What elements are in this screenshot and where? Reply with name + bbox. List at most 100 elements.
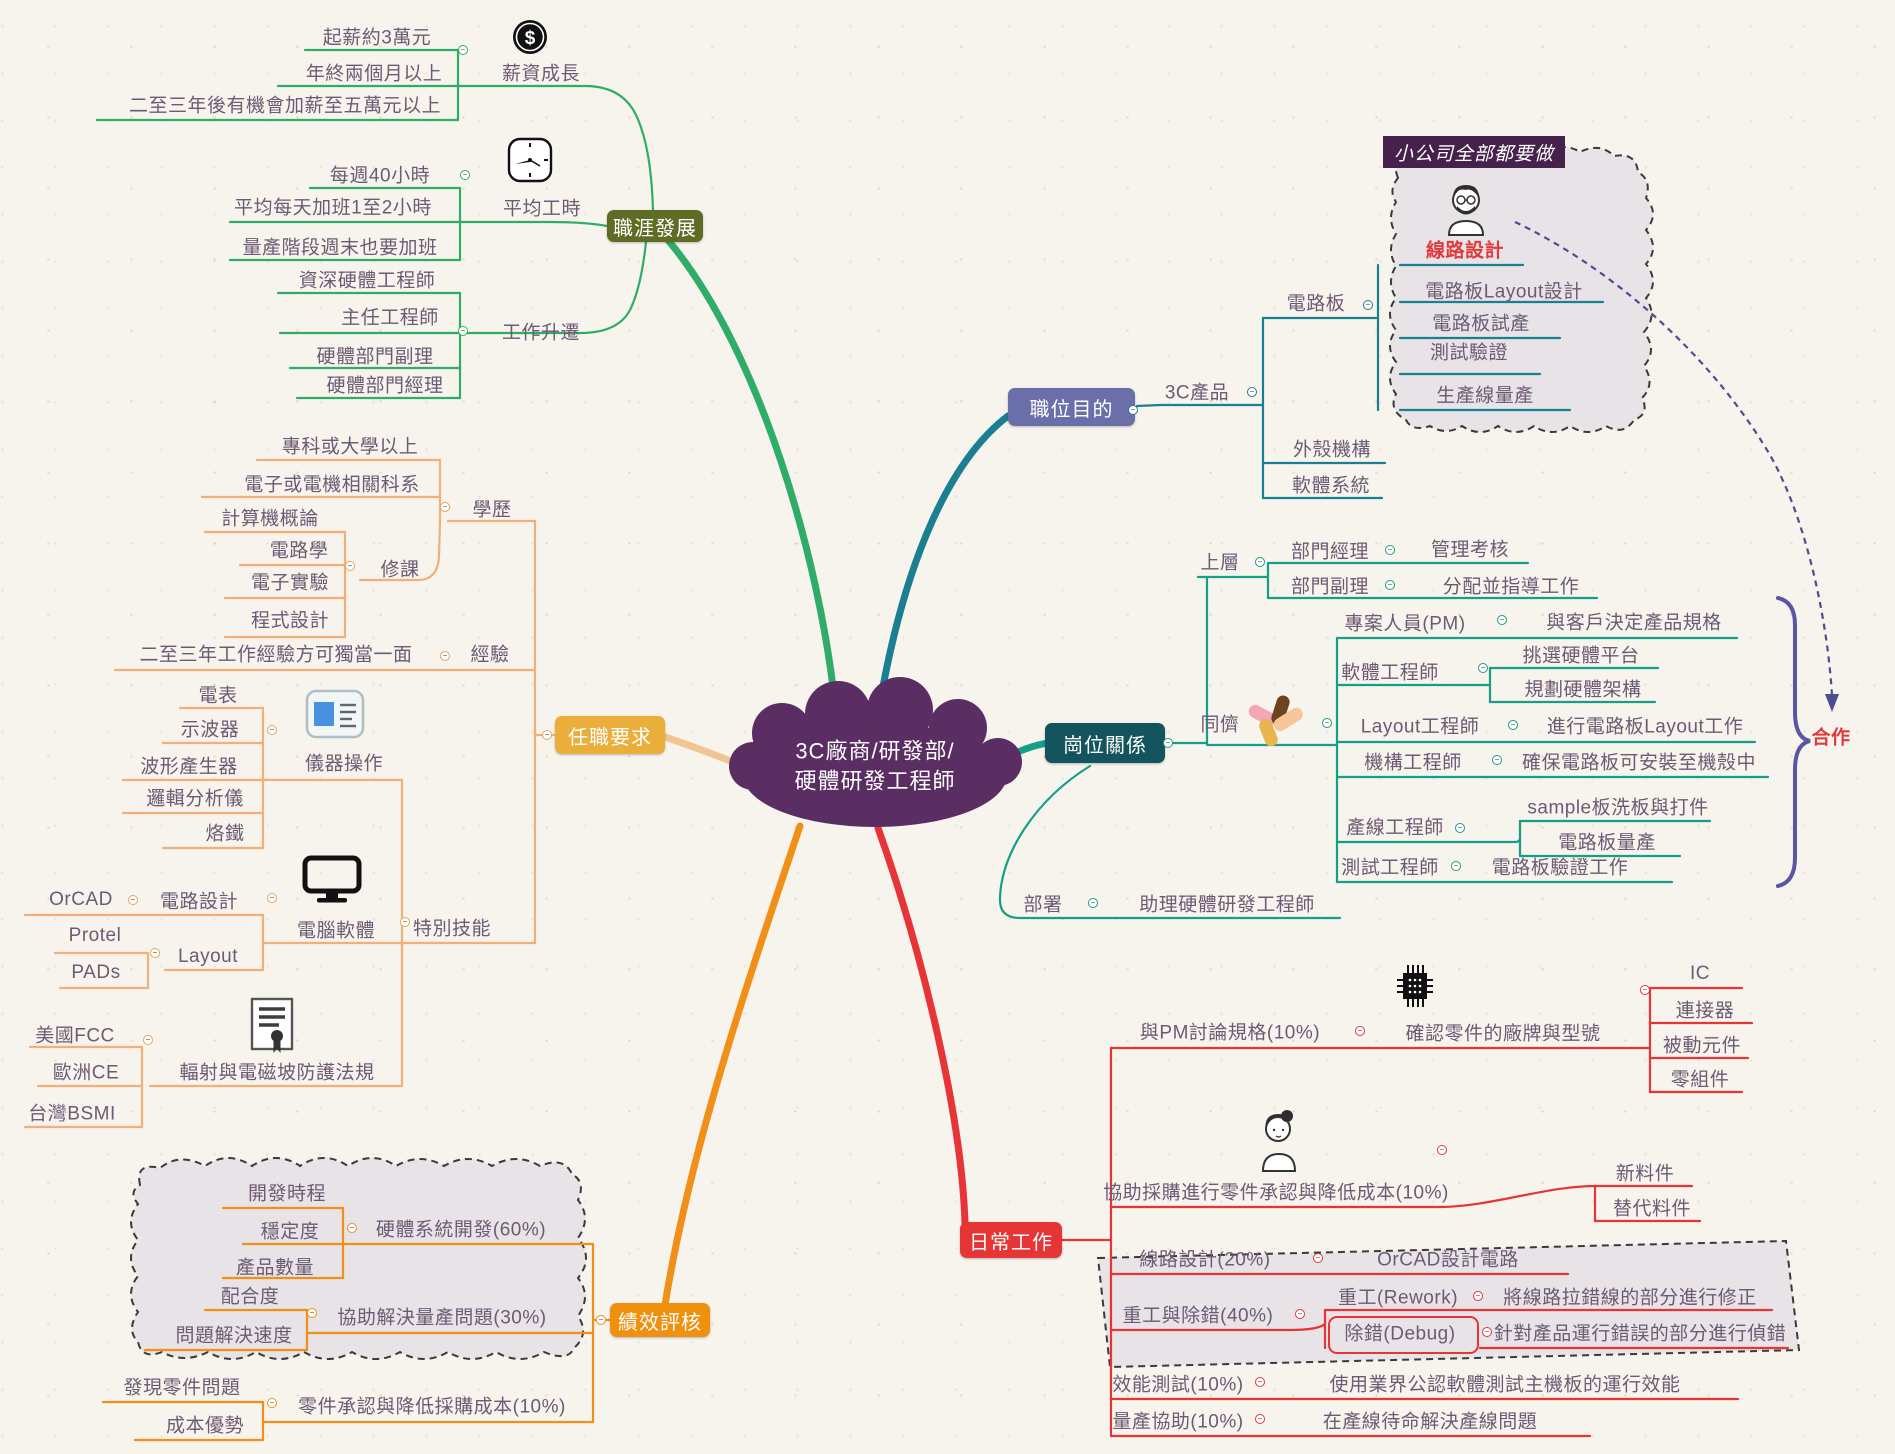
topic-orcad[interactable]: OrCAD	[49, 889, 113, 910]
topic-layout-skill[interactable]: Layout	[177, 946, 239, 967]
topic-3c-product[interactable]: 3C產品	[1164, 382, 1230, 404]
topic-raise-after-years[interactable]: 二至三年後有機會加薪至五萬元以上	[128, 95, 442, 117]
topic-circuit-design-skill[interactable]: 電路設計	[159, 891, 239, 913]
topic-rework-duty[interactable]: 將線路拉錯線的部分進行修正	[1503, 1287, 1757, 1309]
topic-pm-duty[interactable]: 與客戶決定產品規格	[1546, 612, 1722, 634]
topic-multimeter[interactable]: 電表	[198, 685, 238, 707]
branch-node-purpose[interactable]: 職位目的	[1008, 388, 1135, 426]
topic-special-skills[interactable]: 特別技能	[412, 918, 492, 940]
topic-starting-salary[interactable]: 起薪約3萬元	[322, 27, 432, 49]
topic-confirm-parts[interactable]: 確認零件的廠牌與型號	[1405, 1023, 1601, 1045]
topic-ic[interactable]: IC	[1690, 963, 1710, 984]
topic-line-engineer[interactable]: 產線工程師	[1346, 817, 1444, 839]
topic-dev-schedule[interactable]: 開發時程	[247, 1183, 327, 1205]
topic-soldering-iron[interactable]: 烙鐵	[205, 823, 245, 845]
topic-bsmi[interactable]: 台灣BSMI	[28, 1103, 116, 1125]
topic-dept-manager[interactable]: 部門經理	[1290, 541, 1370, 563]
branch-node-requirements[interactable]: 任職要求	[555, 716, 665, 754]
topic-performance-test-duty[interactable]: 使用業界公認軟體測試主機板的運行效能	[1329, 1374, 1681, 1396]
branch-node-career[interactable]: 職涯發展	[607, 210, 703, 242]
topic-experience-years[interactable]: 二至三年工作經驗方可獨當一面	[139, 644, 413, 666]
topic-experience[interactable]: 經驗	[470, 644, 510, 666]
topic-pm[interactable]: 專案人員(PM)	[1344, 613, 1466, 635]
topic-fcc[interactable]: 美國FCC	[35, 1025, 115, 1047]
topic-connector[interactable]: 連接器	[1675, 1000, 1735, 1022]
topic-test-engineer-duty[interactable]: 電路板驗證工作	[1491, 857, 1629, 879]
topic-mech-engineer[interactable]: 機構工程師	[1364, 752, 1462, 774]
topic-circuit-design-task[interactable]: 線路設計	[1425, 240, 1505, 262]
topic-choose-hw-platform[interactable]: 挑選硬體平台	[1522, 645, 1640, 667]
topic-test-engineer[interactable]: 測試工程師	[1341, 857, 1439, 879]
topic-computer-software[interactable]: 電腦軟體	[296, 920, 376, 942]
topic-peers[interactable]: 同儕	[1200, 714, 1240, 736]
topic-subordinate[interactable]: 部署	[1023, 894, 1063, 916]
topic-pads[interactable]: PADs	[71, 962, 121, 983]
topic-layout-engineer-duty[interactable]: 進行電路板Layout工作	[1546, 716, 1744, 738]
topic-solve-mp-30[interactable]: 協助解決量產問題(30%)	[337, 1307, 547, 1329]
topic-average-hours[interactable]: 平均工時	[502, 198, 582, 220]
topic-pcb-layout-design[interactable]: 電路板Layout設計	[1425, 281, 1583, 303]
topic-rework-debug-40[interactable]: 重工與除錯(40%)	[1122, 1305, 1274, 1327]
branch-node-daily[interactable]: 日常工作	[960, 1222, 1062, 1258]
topic-instrument-operation[interactable]: 儀器操作	[304, 753, 384, 775]
topic-board-mass-production[interactable]: 電路板量產	[1558, 832, 1656, 854]
topic-oscilloscope[interactable]: 示波器	[180, 719, 240, 741]
topic-cooperation[interactable]: 合作	[1811, 727, 1851, 749]
topic-debug-duty[interactable]: 針對產品運行錯誤的部分進行偵錯	[1493, 1323, 1787, 1345]
topic-programming[interactable]: 程式設計	[250, 610, 330, 632]
topic-dept-deputy[interactable]: 部門副理	[1290, 576, 1370, 598]
topic-rework[interactable]: 重工(Rework)	[1337, 1287, 1459, 1309]
topic-daily-overtime[interactable]: 平均每天加班1至2小時	[234, 197, 432, 219]
central-topic[interactable]: 3C廠商/研發部/ 硬體研發工程師	[794, 736, 955, 795]
topic-purchase-assist[interactable]: 協助採購進行零件承認與降低成本(10%)	[1103, 1182, 1449, 1204]
topic-deputy-manager[interactable]: 硬體部門副理	[316, 346, 434, 368]
topic-part-approval-10[interactable]: 零件承認與降低採購成本(10%)	[298, 1396, 566, 1418]
topic-chief-engineer[interactable]: 主任工程師	[341, 307, 439, 329]
topic-education[interactable]: 學歷	[472, 499, 512, 521]
topic-year-end-bonus[interactable]: 年終兩個月以上	[305, 63, 443, 85]
topic-coordination[interactable]: 配合度	[220, 1286, 280, 1308]
topic-department-manager[interactable]: 硬體部門經理	[326, 375, 444, 397]
topic-electronics-lab[interactable]: 電子實驗	[250, 572, 330, 594]
topic-ce[interactable]: 歐洲CE	[52, 1062, 120, 1084]
topic-layout-engineer[interactable]: Layout工程師	[1360, 716, 1480, 738]
topic-software-system[interactable]: 軟體系統	[1291, 475, 1371, 497]
topic-upper-level[interactable]: 上層	[1200, 552, 1240, 574]
topic-40-hours[interactable]: 每週40小時	[329, 165, 431, 187]
topic-salary-growth[interactable]: 薪資成長	[501, 63, 581, 85]
branch-node-relations[interactable]: 崗位關係	[1045, 723, 1165, 763]
topic-senior-engineer[interactable]: 資深硬體工程師	[298, 270, 436, 292]
topic-ee-major[interactable]: 電子或電機相關科系	[244, 474, 420, 496]
topic-computer-science-intro[interactable]: 計算機概論	[221, 508, 319, 530]
topic-emc-regulations[interactable]: 輻射與電磁坡防護法規	[179, 1062, 375, 1084]
topic-hw-dev-60[interactable]: 硬體系統開發(60%)	[375, 1219, 547, 1241]
topic-cost-advantage[interactable]: 成本優勢	[165, 1415, 245, 1437]
topic-circuit-design-20[interactable]: 線路設計(20%)	[1139, 1249, 1271, 1271]
topic-test-verification[interactable]: 測試驗證	[1429, 342, 1509, 364]
topic-circuit-board[interactable]: 電路板	[1286, 293, 1346, 315]
topic-courses[interactable]: 修課	[380, 559, 420, 581]
topic-new-material[interactable]: 新料件	[1615, 1163, 1675, 1185]
topic-debug[interactable]: 除錯(Debug)	[1344, 1323, 1456, 1345]
topic-assign-guide-work[interactable]: 分配並指導工作	[1442, 576, 1580, 598]
topic-spec-discussion[interactable]: 與PM討論規格(10%)	[1139, 1022, 1321, 1044]
topic-sw-engineer[interactable]: 軟體工程師	[1341, 662, 1439, 684]
topic-find-part-issues[interactable]: 發現零件問題	[123, 1377, 241, 1399]
topic-mass-production-line[interactable]: 生產線量產	[1436, 385, 1534, 407]
topic-logic-analyzer[interactable]: 邏輯分析儀	[146, 788, 244, 810]
topic-sample-board[interactable]: sample板洗板與打件	[1527, 797, 1709, 819]
topic-mass-production-duty[interactable]: 在產線待命解決產線問題	[1322, 1411, 1538, 1433]
topic-circuit-theory[interactable]: 電路學	[269, 540, 329, 562]
topic-weekend-overtime[interactable]: 量產階段週末也要加班	[242, 237, 438, 259]
topic-waveform-generator[interactable]: 波形產生器	[140, 756, 238, 778]
topic-pcb-trial-production[interactable]: 電路板試產	[1432, 313, 1530, 335]
topic-enclosure[interactable]: 外殼機構	[1292, 439, 1372, 461]
topic-product-count[interactable]: 產品數量	[235, 1257, 315, 1279]
topic-protel[interactable]: Protel	[68, 925, 122, 946]
topic-mech-engineer-duty[interactable]: 確保電路板可安裝至機殼中	[1521, 752, 1757, 774]
topic-alternative-material[interactable]: 替代料件	[1612, 1198, 1692, 1220]
branch-node-review[interactable]: 績效評核	[610, 1303, 710, 1337]
topic-college-degree[interactable]: 專科或大學以上	[281, 436, 419, 458]
topic-assistant-hw-engineer[interactable]: 助理硬體研發工程師	[1139, 894, 1315, 916]
topic-passive-components[interactable]: 被動元件	[1662, 1035, 1742, 1057]
